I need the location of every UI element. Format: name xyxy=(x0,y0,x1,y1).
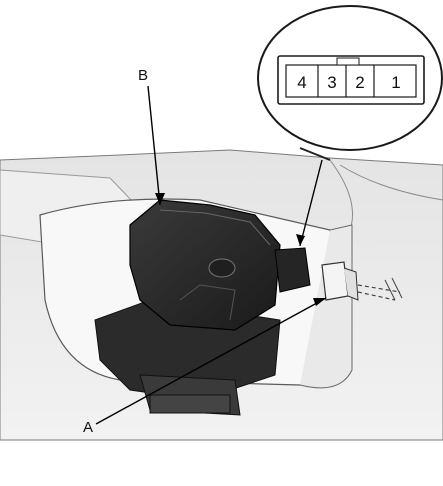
terminal-4-label: 4 xyxy=(297,73,306,92)
callout-b: B xyxy=(138,67,165,206)
harness-connector xyxy=(321,261,403,301)
actuator-connector-socket xyxy=(274,247,311,293)
door-lock-actuator xyxy=(129,199,281,331)
callout-b-label: B xyxy=(138,67,148,84)
terminal-3-label: 3 xyxy=(327,73,336,92)
bubble-leader-line xyxy=(296,159,323,247)
callout-a: A xyxy=(83,297,327,436)
terminal-1-label: 1 xyxy=(391,73,400,92)
callout-a-label: A xyxy=(83,419,93,436)
terminal-2-label: 2 xyxy=(355,73,364,92)
connector-view-bubble: 4 3 2 1 xyxy=(257,5,443,161)
